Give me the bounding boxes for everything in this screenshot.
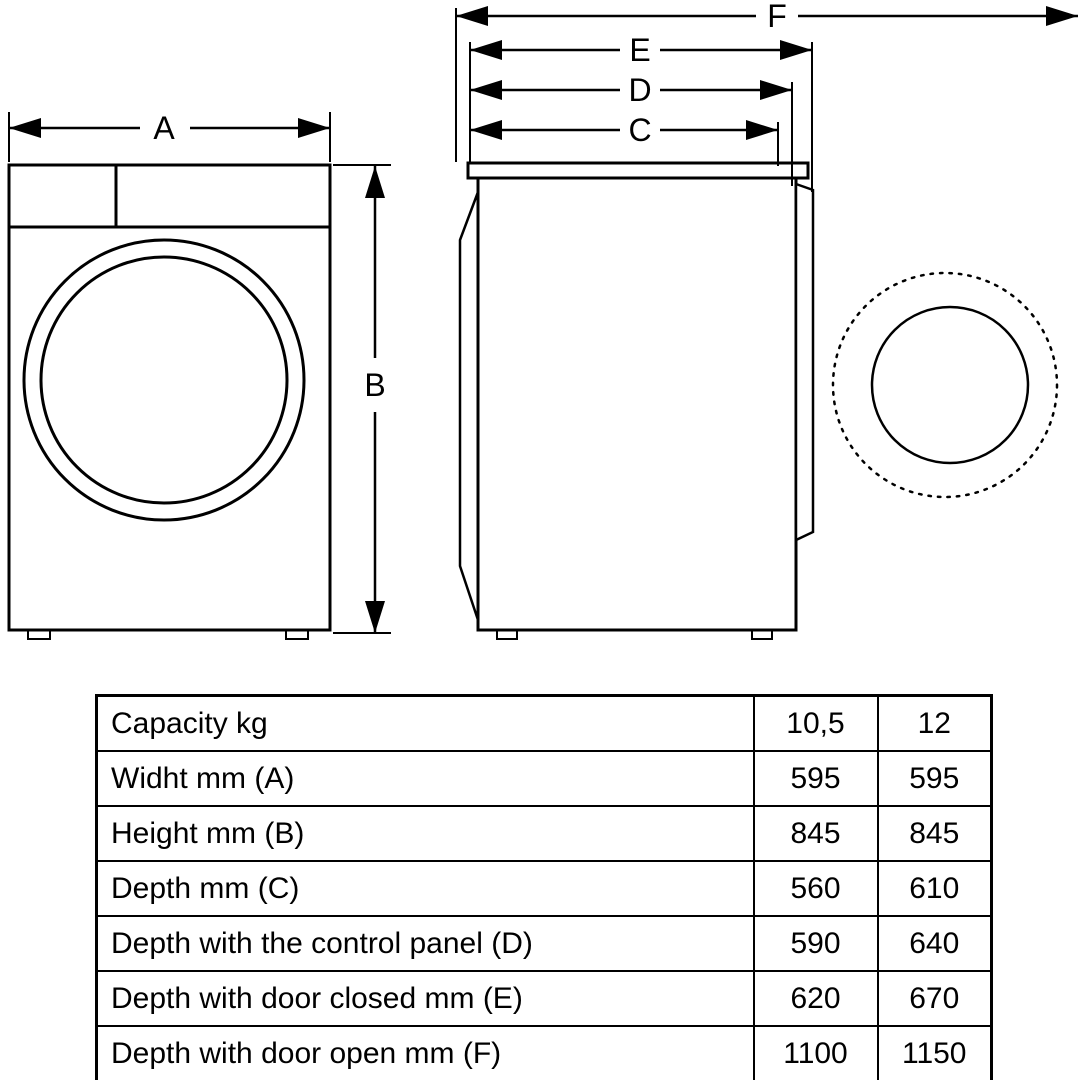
door-open-outline (831, 271, 1059, 499)
arrowhead-left (470, 80, 502, 100)
arrowhead-right (760, 80, 792, 100)
side-cabinet-outline (476, 176, 798, 632)
door-inner-circle (39, 255, 289, 505)
side-top-lip (466, 161, 810, 180)
dimensions-table: Capacity kg 10,5 12 Widht mm (A) 595 595… (95, 694, 993, 1080)
table-cell-value: 670 (876, 970, 993, 1027)
dimension-c: C (470, 112, 779, 166)
table-row: Depth with door open mm (F) 1100 1150 (95, 1025, 993, 1080)
table-cell-label: Depth with door open mm (F) (95, 1025, 755, 1080)
table-cell-value: 1100 (752, 1025, 879, 1080)
dimension-diagram: A B (7, 0, 1078, 640)
arrowhead-left (470, 40, 502, 60)
arrowhead-down (365, 601, 385, 633)
side-view (458, 161, 815, 640)
arrowhead-left (9, 118, 41, 138)
dimension-e: E (469, 32, 813, 192)
arrowhead-up (365, 166, 385, 198)
side-foot-left (496, 629, 518, 640)
table-cell-value: 12 (876, 694, 993, 752)
front-foot-right (285, 629, 309, 640)
dim-label-e: E (629, 32, 650, 68)
table-row: Depth with the control panel (D) 590 640 (95, 915, 993, 972)
arrowhead-right (1046, 6, 1078, 26)
table-row: Widht mm (A) 595 595 (95, 750, 993, 807)
dim-label-c: C (628, 112, 651, 148)
dimension-d: D (470, 72, 793, 186)
table-cell-value: 845 (876, 805, 993, 862)
dimension-a: A (8, 110, 331, 162)
table-cell-value: 595 (752, 750, 879, 807)
dimension-f: F (455, 0, 1078, 162)
table-cell-value: 590 (752, 915, 879, 972)
front-foot-left (27, 629, 51, 640)
dim-label-a: A (153, 110, 175, 146)
arrowhead-left (456, 6, 488, 26)
door-outer-circle (22, 238, 306, 522)
table-cell-value: 845 (752, 805, 879, 862)
dim-label-f: F (767, 0, 787, 34)
table-cell-value: 595 (876, 750, 993, 807)
table-cell-value: 10,5 (752, 694, 879, 752)
arrowhead-right (746, 120, 778, 140)
back-panel-outline (458, 191, 480, 621)
table-row: Height mm (B) 845 845 (95, 805, 993, 862)
table-cell-value: 560 (752, 860, 879, 917)
dim-label-d: D (628, 72, 651, 108)
table-cell-value: 640 (876, 915, 993, 972)
front-cabinet-outline (7, 163, 332, 632)
side-foot-right (751, 629, 773, 640)
table-cell-label: Height mm (B) (95, 805, 755, 862)
dim-label-b: B (364, 367, 385, 403)
table-row: Capacity kg 10,5 12 (95, 694, 993, 752)
front-view (7, 163, 332, 640)
table-cell-label: Depth with door closed mm (E) (95, 970, 755, 1027)
door-open-glass-circle (870, 305, 1030, 465)
table-cell-label: Depth with the control panel (D) (95, 915, 755, 972)
arrowhead-right (298, 118, 330, 138)
table-cell-label: Capacity kg (95, 694, 755, 752)
table-row: Depth mm (C) 560 610 (95, 860, 993, 917)
dimension-b: B (333, 164, 391, 634)
table-cell-value: 610 (876, 860, 993, 917)
table-cell-label: Widht mm (A) (95, 750, 755, 807)
arrowhead-right (780, 40, 812, 60)
table-row: Depth with door closed mm (E) 620 670 (95, 970, 993, 1027)
table-cell-value: 620 (752, 970, 879, 1027)
table-cell-value: 1150 (876, 1025, 993, 1080)
arrowhead-left (470, 120, 502, 140)
door-open-swing-circle (831, 271, 1059, 499)
table-cell-label: Depth mm (C) (95, 860, 755, 917)
door-closed-panel (794, 182, 815, 542)
